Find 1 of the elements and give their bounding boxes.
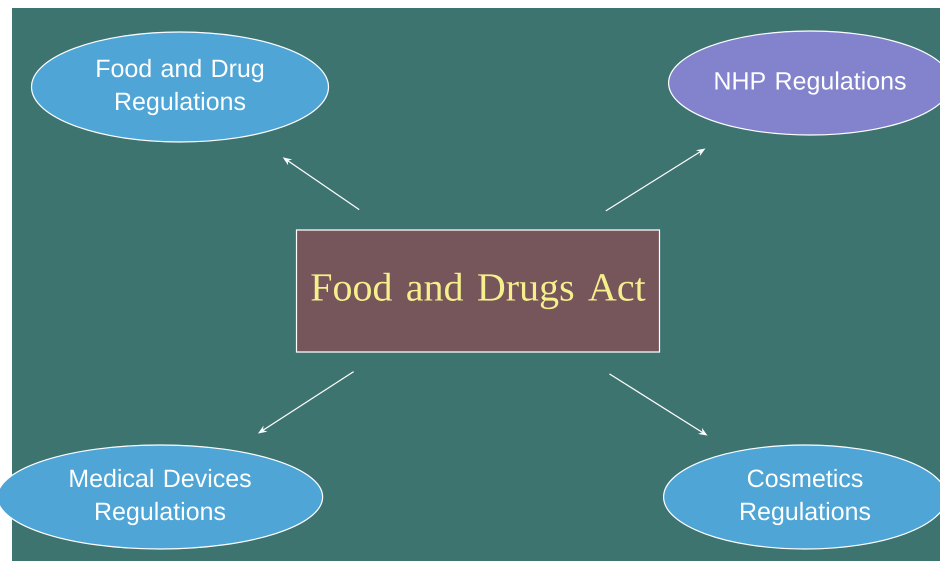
title-box: Food and Drugs Act	[296, 229, 660, 353]
